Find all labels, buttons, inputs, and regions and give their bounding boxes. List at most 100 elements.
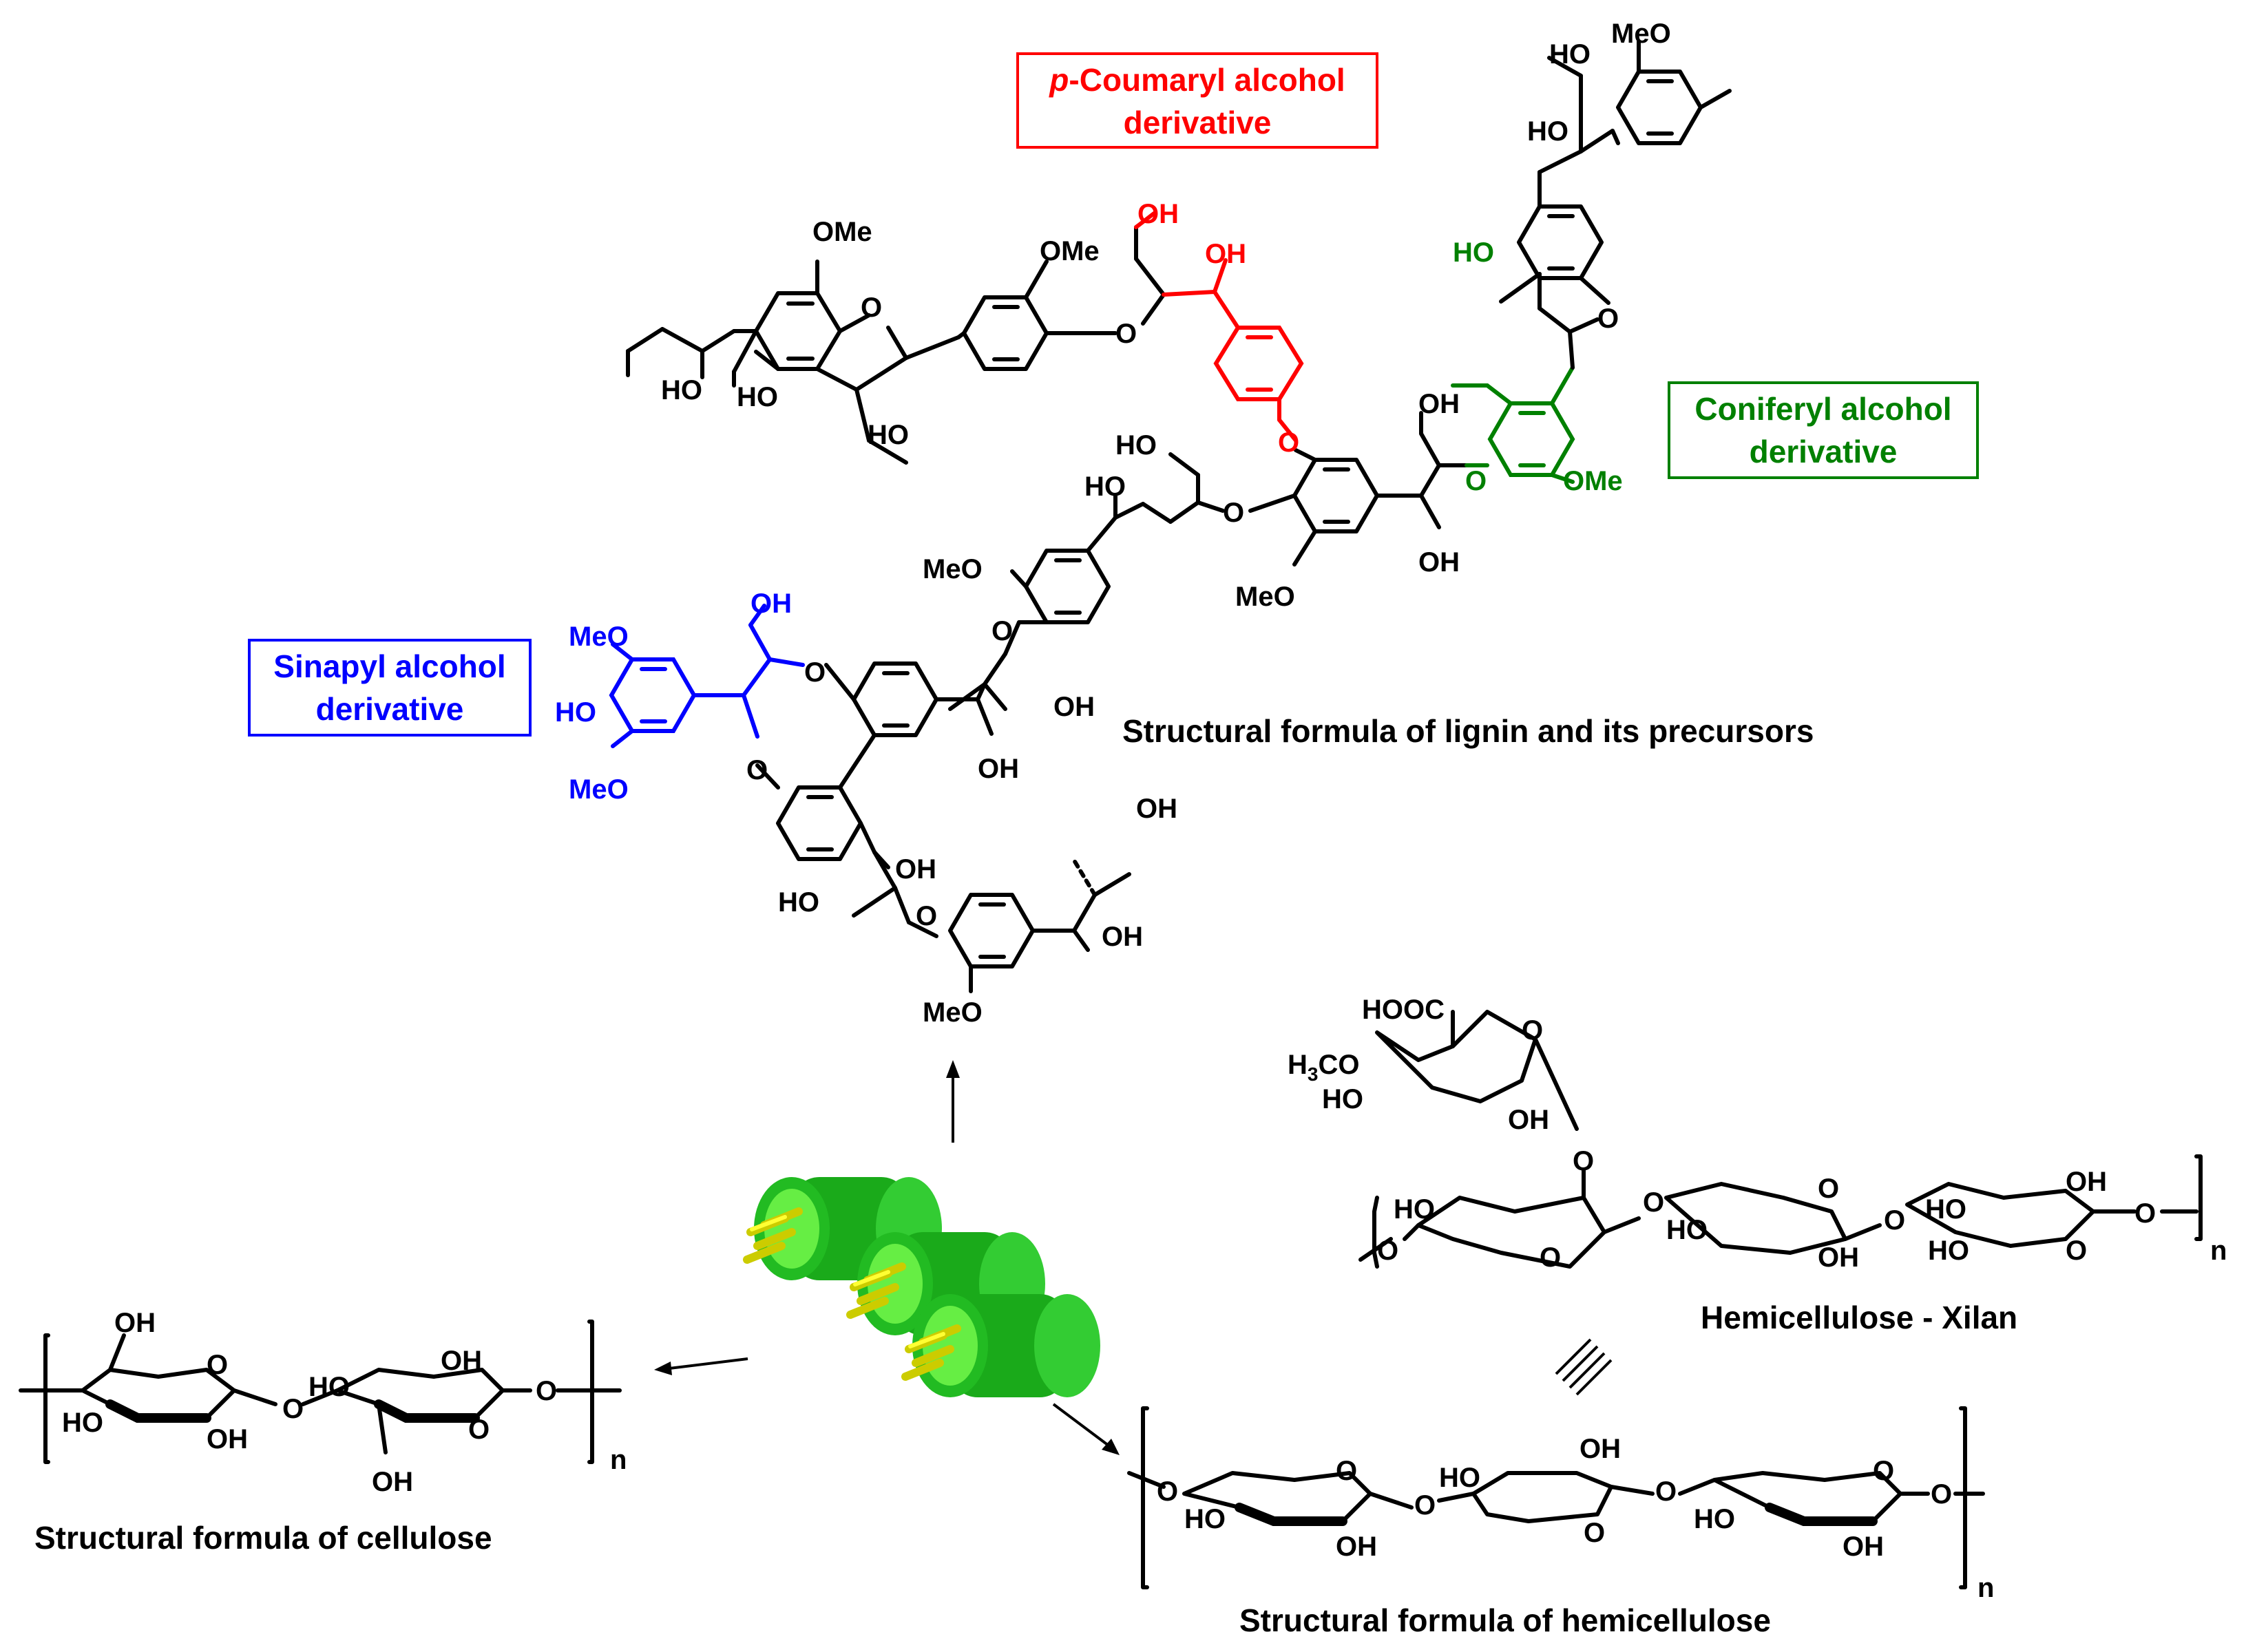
coumaryl-label-line1: p-Coumaryl alcohol xyxy=(1048,62,1345,98)
coumaryl-label-box: p-Coumaryl alcohol derivative xyxy=(1016,52,1378,149)
atom-label: HO xyxy=(555,697,596,728)
equivalence-icon xyxy=(1555,1338,1613,1396)
atom-label: O xyxy=(1414,1490,1436,1521)
atom-label: HO xyxy=(1439,1463,1480,1493)
atom-label: HO xyxy=(1322,1084,1363,1114)
atom-label: O xyxy=(207,1350,228,1380)
atom-label: OH xyxy=(1418,389,1460,419)
atom-label: H xyxy=(1288,1050,1308,1080)
arrow-up-icon xyxy=(946,1060,960,1143)
atom-label: O xyxy=(804,657,826,688)
atom-label: HO xyxy=(1394,1194,1435,1225)
coniferyl-label-box: Coniferyl alcohol derivative xyxy=(1668,381,1979,479)
atom-label: OH xyxy=(2066,1167,2107,1197)
atom-label: O xyxy=(1655,1476,1677,1507)
sinapyl-label-box: Sinapyl alcohol derivative xyxy=(248,639,532,737)
cellulose-caption: Structural formula of cellulose xyxy=(34,1520,492,1556)
atom-label: OH xyxy=(1418,547,1460,578)
atom-label: n xyxy=(2210,1236,2227,1266)
atom-label: OMe xyxy=(1040,236,1100,266)
atom-label: O xyxy=(1818,1174,1839,1204)
atom-label: HO xyxy=(1928,1236,1969,1266)
atom-label: O xyxy=(916,901,937,931)
atom-label: 3 xyxy=(1308,1063,1319,1085)
arrow-down-right-icon xyxy=(1052,1403,1120,1455)
atom-label: O xyxy=(1873,1456,1894,1486)
xilan-caption: Hemicellulose - Xilan xyxy=(1701,1300,2017,1335)
atom-label: O xyxy=(2134,1198,2156,1229)
atom-label: OMe xyxy=(812,217,872,247)
atom-label: O xyxy=(991,616,1013,646)
atom-label: OH xyxy=(1508,1105,1549,1135)
atom-label: OH xyxy=(1102,922,1143,952)
atom-label: O xyxy=(861,293,882,323)
atom-label: O xyxy=(1597,304,1619,334)
atom-label: MeO xyxy=(569,774,629,805)
atom-label: MeO xyxy=(1611,19,1671,49)
atom-label: HO xyxy=(1453,237,1494,268)
atom-label: CO xyxy=(1318,1050,1359,1080)
atom-label: O xyxy=(1931,1479,1952,1510)
hemicellulose-structure: O O HO OH O HO OH O O HO O OH O n xyxy=(1127,1406,1994,1603)
atom-label: MeO xyxy=(1235,582,1295,612)
sinapyl-label-line2: derivative xyxy=(316,691,464,727)
atom-label: OH xyxy=(1053,692,1095,722)
atom-label: O xyxy=(1643,1187,1664,1218)
atom-label: O xyxy=(468,1415,490,1445)
atom-label: O xyxy=(2066,1236,2087,1266)
coniferyl-label-line1: Coniferyl alcohol xyxy=(1694,391,1951,427)
atom-label: OH xyxy=(207,1424,248,1454)
atom-label: OMe xyxy=(1563,466,1623,496)
atom-label: HO xyxy=(1549,39,1591,70)
atom-label: OH xyxy=(1579,1434,1621,1464)
atom-label: HO xyxy=(737,382,778,412)
atom-label: OH xyxy=(1336,1532,1377,1562)
atom-label: HOOC xyxy=(1362,995,1445,1025)
lignocellulose-fiber-icon xyxy=(743,1177,1100,1397)
atom-label: O xyxy=(1540,1242,1561,1273)
atom-label: O xyxy=(1157,1476,1178,1507)
atom-label: O xyxy=(282,1394,304,1424)
atom-label: HO xyxy=(778,887,819,918)
lignin-structure: OMe O HO HO HO OMe O OH OH O O MeO HO HO… xyxy=(555,19,1732,1028)
atom-label: HO xyxy=(1925,1194,1966,1225)
xilan-structure: HOOC O H3CO HO OH O HO O O O O HO OH O H… xyxy=(1288,995,2227,1273)
atom-label: O xyxy=(1336,1456,1357,1486)
atom-label: HO xyxy=(1184,1504,1226,1534)
atom-label: OH xyxy=(441,1346,482,1376)
atom-label: OH xyxy=(1205,239,1246,269)
atom-label: HO xyxy=(661,375,702,405)
atom-label: HO xyxy=(868,420,909,450)
atom-label: HO xyxy=(1694,1504,1735,1534)
atom-label: O xyxy=(1584,1518,1605,1548)
atom-label: OH xyxy=(895,854,936,885)
atom-label: O xyxy=(1223,498,1244,528)
atom-label: HO xyxy=(1084,472,1126,502)
atom-label: n xyxy=(610,1445,627,1475)
atom-label: HO xyxy=(308,1372,350,1402)
atom-label: O xyxy=(1465,466,1487,496)
lignin-caption: Structural formula of lignin and its pre… xyxy=(1122,713,1814,749)
atom-label: MeO xyxy=(923,554,983,584)
atom-label: MeO xyxy=(569,622,629,652)
atom-label: OH xyxy=(372,1467,413,1497)
atom-label: HO xyxy=(62,1408,103,1438)
arrow-left-icon xyxy=(654,1357,748,1375)
atom-label: O xyxy=(746,755,768,785)
atom-label: OH xyxy=(114,1308,156,1338)
atom-label: OH xyxy=(1818,1242,1859,1273)
coumaryl-label-line2: derivative xyxy=(1124,105,1272,140)
hemicellulose-caption: Structural formula of hemicellulose xyxy=(1239,1602,1771,1638)
atom-label: HO xyxy=(1115,430,1157,460)
atom-label: O xyxy=(1115,319,1137,349)
svg-text:H3CO: H3CO xyxy=(1288,1050,1359,1085)
atom-label: MeO xyxy=(923,997,983,1028)
atom-label: OH xyxy=(1136,794,1177,824)
atom-label: n xyxy=(1977,1573,1994,1603)
atom-label: O xyxy=(1278,427,1299,458)
atom-label: O xyxy=(1884,1205,1905,1236)
cellulose-structure: OH O HO OH O OH HO O OH O n xyxy=(19,1308,627,1497)
atom-label: O xyxy=(1573,1146,1594,1176)
